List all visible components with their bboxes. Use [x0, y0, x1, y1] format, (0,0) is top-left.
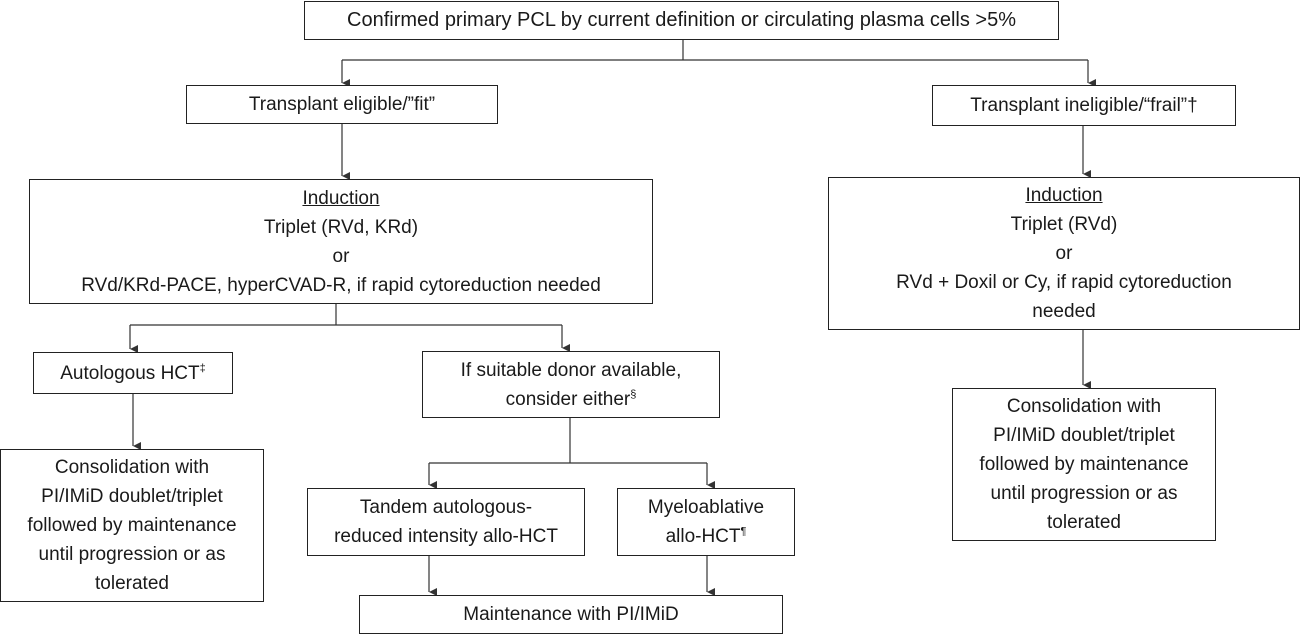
consol-fit-line-2: PI/IMiD doublet/triplet [41, 486, 223, 507]
footnote-mark-double-dagger: ‡ [199, 362, 206, 375]
node-consolidation-frail: Consolidation with PI/IMiD doublet/tripl… [952, 388, 1216, 541]
node-transplant-eligible-text: Transplant eligible/”fit” [248, 94, 436, 115]
induction-fit-line-2: or [332, 245, 350, 267]
footnote-mark-dagger: † [1187, 95, 1198, 116]
node-confirmed-pcl-text: Confirmed primary PCL by current definit… [347, 9, 1016, 31]
consol-frail-line-4: until progression or as [990, 483, 1178, 504]
consol-fit-line-3: followed by maintenance [27, 515, 237, 536]
node-confirmed-pcl: Confirmed primary PCL by current definit… [304, 1, 1059, 40]
node-transplant-ineligible-text: Transplant ineligible/“frail” [970, 95, 1188, 116]
node-tandem-auto-allo: Tandem autologous- reduced intensity all… [307, 488, 585, 556]
donor-line-2: consider either [505, 388, 631, 410]
consol-frail-line-5: tolerated [1047, 512, 1121, 533]
footnote-mark-pilcrow: ¶ [740, 525, 747, 538]
induction-frail-line-2: or [1055, 243, 1073, 264]
consol-fit-line-5: tolerated [95, 573, 169, 594]
consol-frail-line-3: followed by maintenance [979, 454, 1189, 475]
node-transplant-ineligible: Transplant ineligible/“frail”† [932, 85, 1236, 126]
node-autologous-hct-text: Autologous HCT [60, 362, 200, 384]
induction-frail-line-4: needed [1032, 301, 1096, 322]
consol-fit-line-1: Consolidation with [54, 457, 210, 478]
consol-frail-line-2: PI/IMiD doublet/triplet [993, 425, 1175, 446]
consol-frail-line-1: Consolidation with [1006, 396, 1162, 417]
induction-frail-heading: Induction [1025, 185, 1103, 206]
node-maintenance: Maintenance with PI/IMiD [359, 595, 783, 634]
induction-fit-heading: Induction [302, 187, 380, 209]
node-induction-frail: Induction Triplet (RVd) or RVd + Doxil o… [828, 177, 1300, 330]
node-induction-fit: Induction Triplet (RVd, KRd) or RVd/KRd-… [29, 179, 653, 304]
node-autologous-hct: Autologous HCT‡ [33, 352, 233, 394]
induction-frail-line-1: Triplet (RVd) [1010, 214, 1118, 235]
connector-induction-fit [130, 304, 562, 326]
induction-fit-line-3: RVd/KRd-PACE, hyperCVAD-R, if rapid cyto… [81, 274, 601, 296]
tandem-line-2: reduced intensity allo-HCT [334, 526, 558, 547]
myelo-line-1: Myeloablative [647, 497, 765, 518]
myelo-line-2: allo-HCT [665, 526, 741, 547]
consol-fit-line-4: until progression or as [38, 544, 226, 565]
node-myeloablative: Myeloablative allo-HCT¶ [617, 488, 795, 556]
tandem-line-1: Tandem autologous- [359, 497, 533, 518]
footnote-mark-section: § [630, 388, 637, 401]
donor-line-1: If suitable donor available, [460, 359, 682, 381]
maintenance-text: Maintenance with PI/IMiD [463, 604, 679, 625]
node-transplant-eligible: Transplant eligible/”fit” [186, 85, 498, 124]
connector-root [342, 40, 1088, 61]
induction-frail-line-3: RVd + Doxil or Cy, if rapid cytoreductio… [896, 272, 1232, 293]
connector-donor [429, 418, 707, 464]
induction-fit-line-1: Triplet (RVd, KRd) [263, 216, 419, 238]
node-consolidation-fit: Consolidation with PI/IMiD doublet/tripl… [0, 449, 264, 602]
node-suitable-donor: If suitable donor available, consider ei… [422, 351, 720, 418]
